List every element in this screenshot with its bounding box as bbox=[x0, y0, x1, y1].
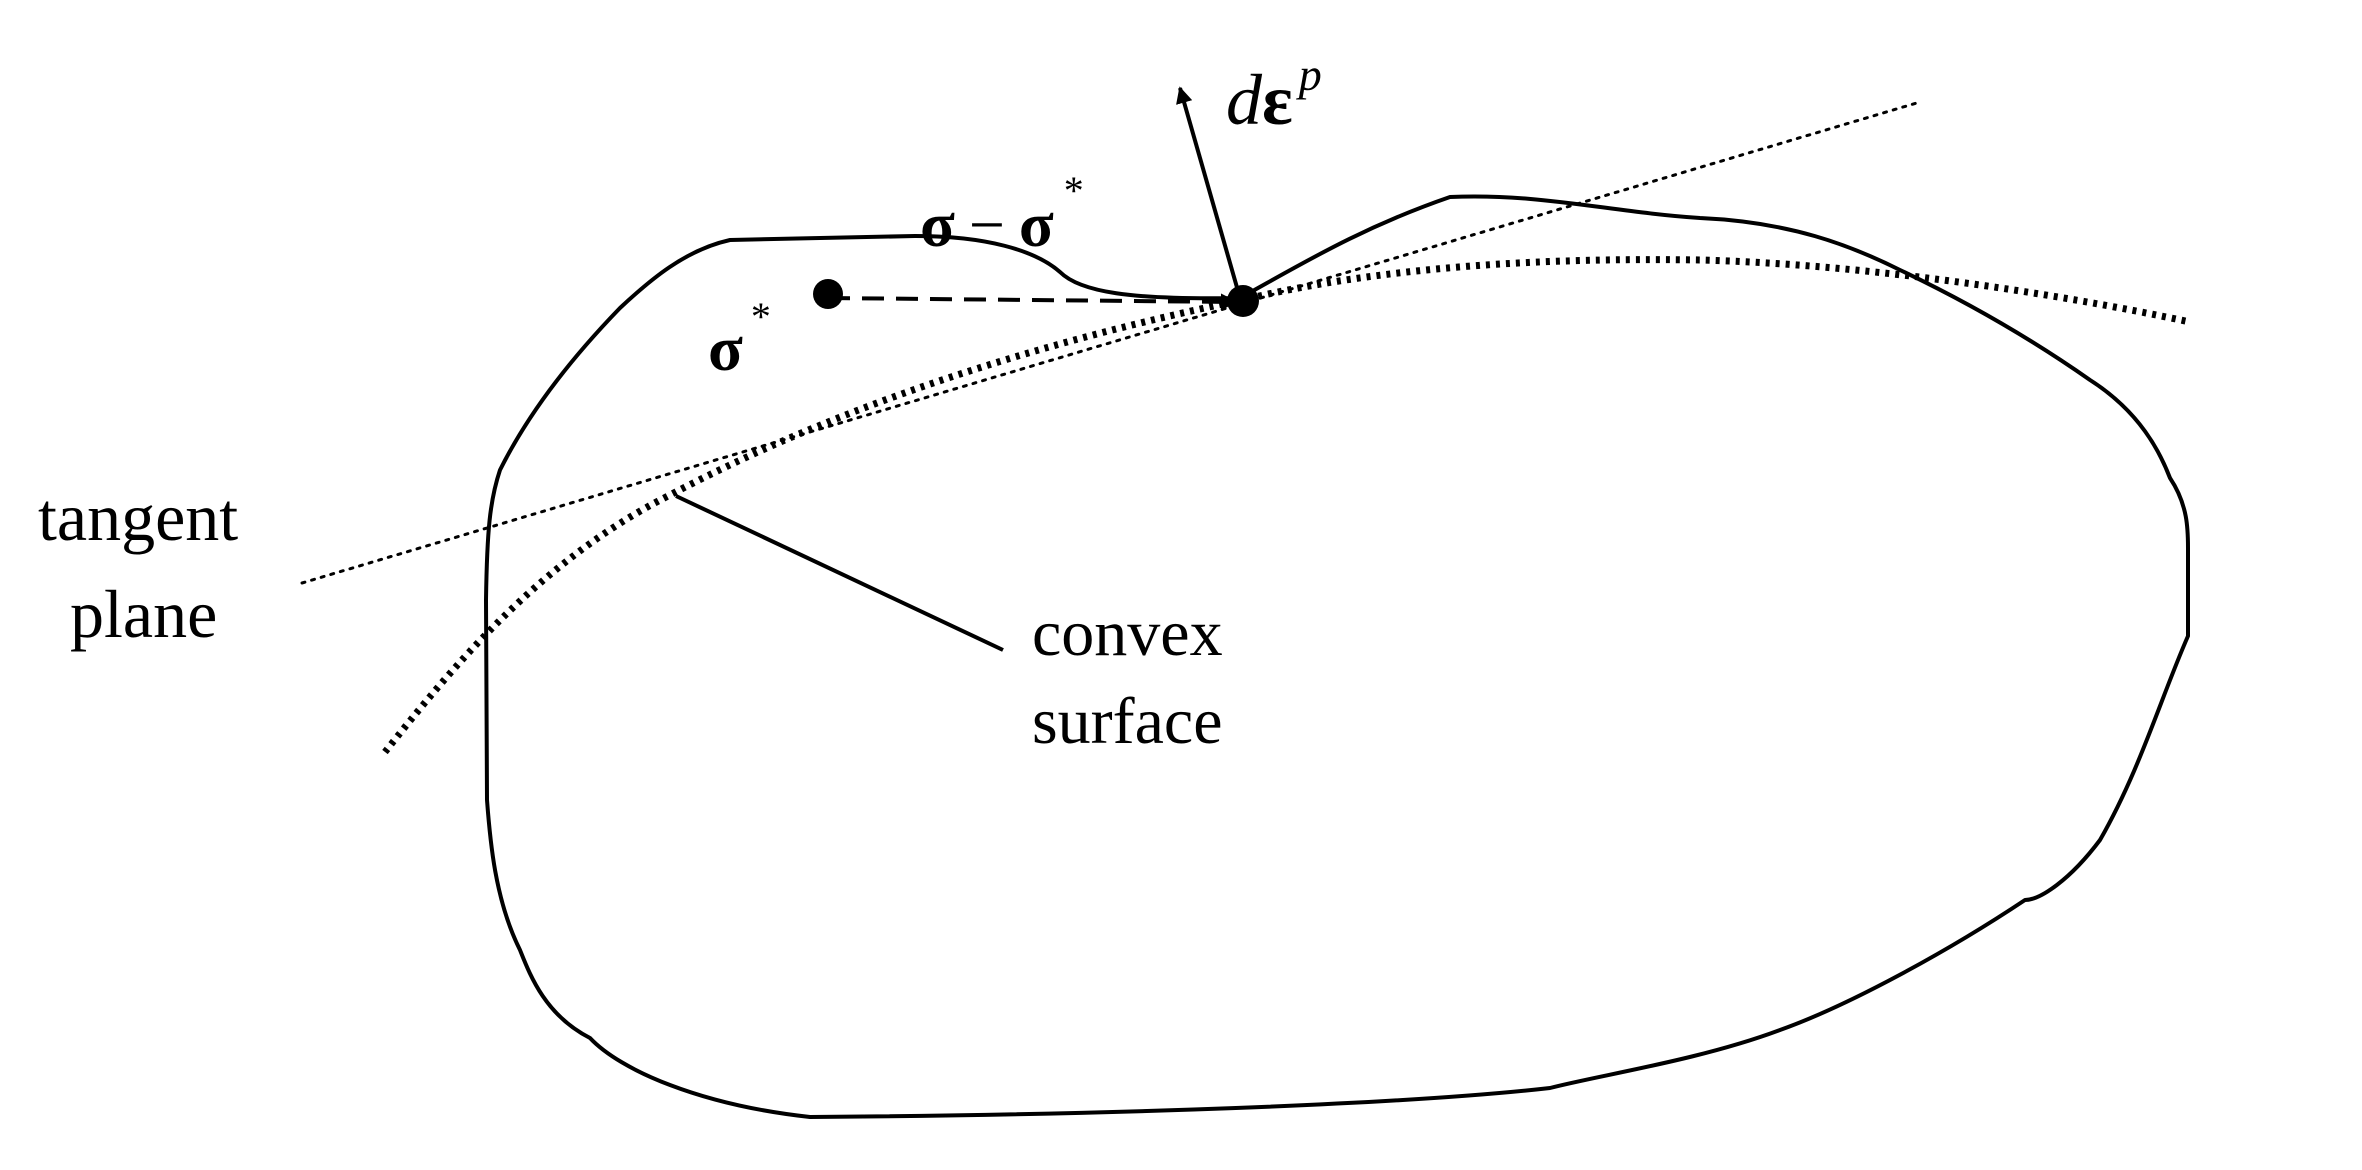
convex-surface-leader bbox=[675, 494, 1004, 652]
yield-surface-outline bbox=[484, 194, 2190, 1119]
deps-d: d bbox=[1226, 60, 1263, 140]
plastic-strain-arrow bbox=[1176, 86, 1242, 299]
deps-eps: ε bbox=[1262, 60, 1293, 140]
tangent-plane-line bbox=[300, 100, 1922, 585]
tangent-label-line1: tangent bbox=[38, 479, 238, 555]
tangent-plane-label: tangent plane bbox=[38, 479, 255, 652]
convex-surface-curve bbox=[382, 256, 2191, 755]
stress-difference-arrow bbox=[827, 293, 1238, 311]
stress-difference-label: σ−σ* bbox=[920, 168, 1084, 260]
sigma-star-point bbox=[813, 279, 843, 309]
convex-label-line1: convex bbox=[1032, 597, 1223, 670]
diff-sigma-b: σ bbox=[1019, 189, 1054, 260]
sigma-star-base: σ bbox=[708, 313, 743, 384]
diff-sup: * bbox=[1064, 168, 1084, 213]
deps-sup: p bbox=[1296, 49, 1322, 100]
convex-surface-label: convex surface bbox=[1032, 597, 1239, 758]
convex-label-line2: surface bbox=[1032, 685, 1223, 758]
diff-sigma-a: σ bbox=[920, 189, 955, 260]
sigma-star-sup: * bbox=[751, 294, 771, 339]
sigma-star-label: σ* bbox=[708, 294, 771, 384]
sigma-point bbox=[1227, 285, 1259, 317]
tangent-label-line2: plane bbox=[70, 576, 217, 652]
diff-minus: − bbox=[969, 189, 1005, 260]
